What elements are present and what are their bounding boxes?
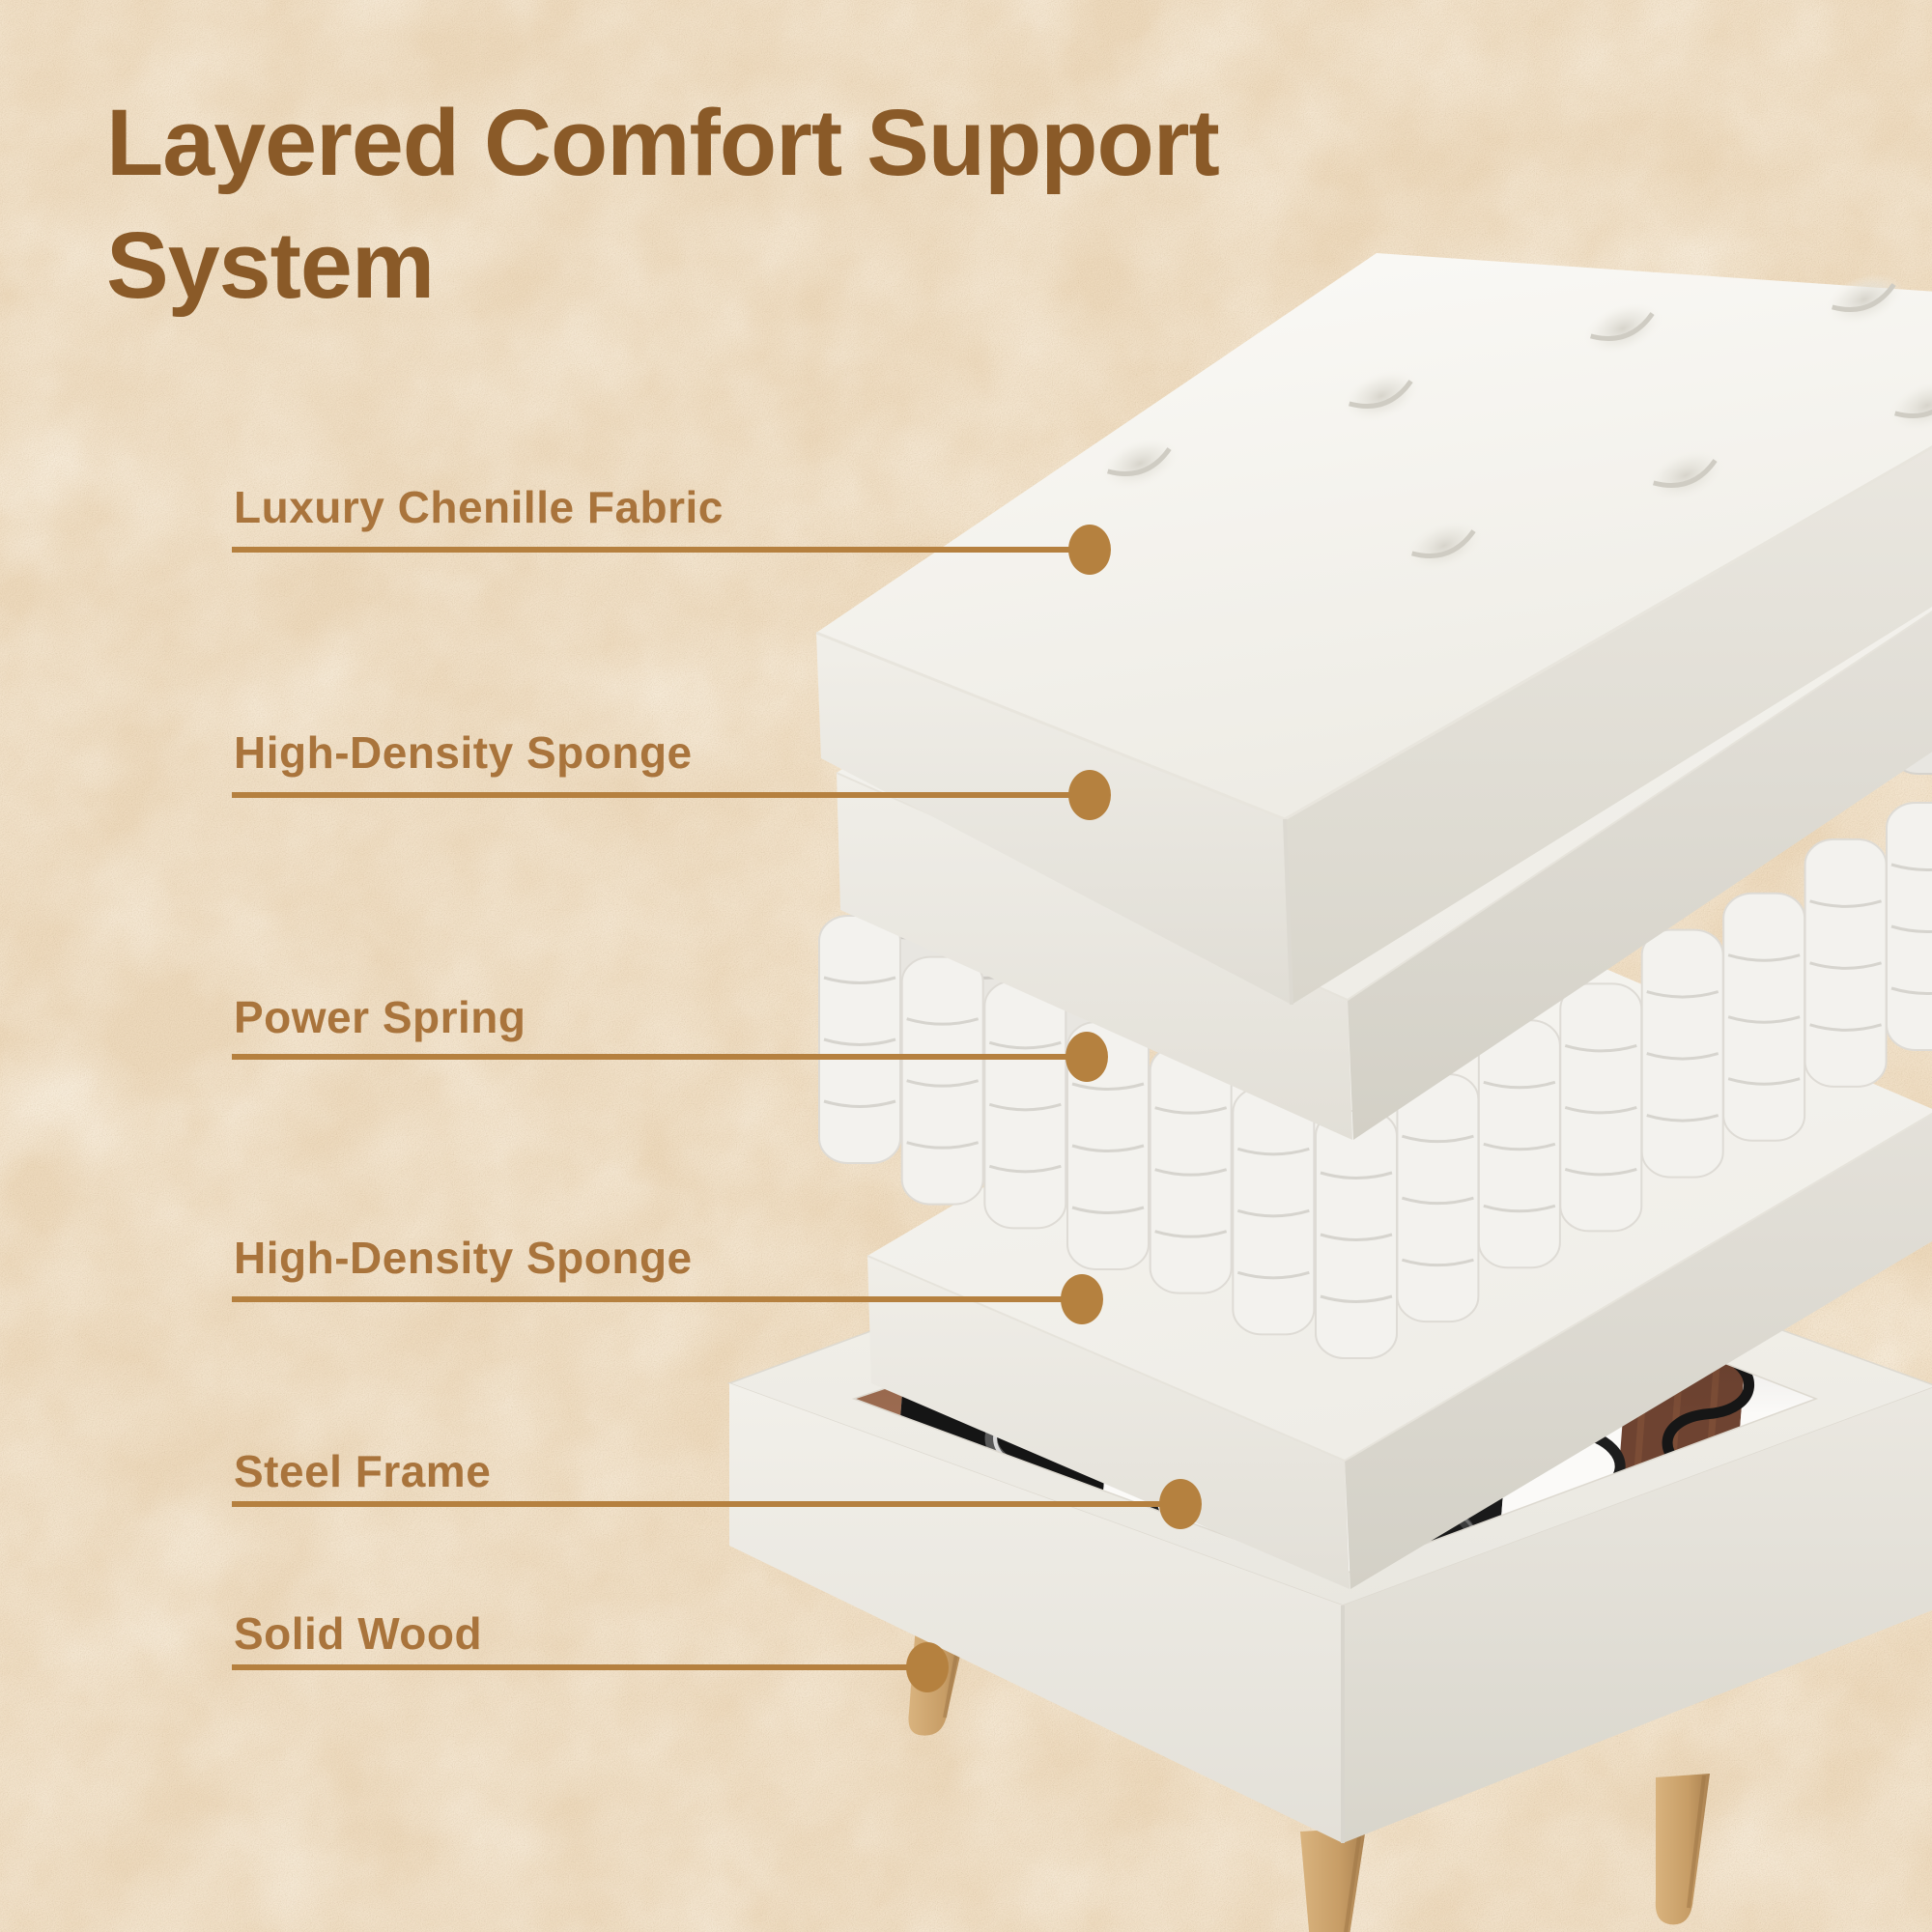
cushion-left-face xyxy=(816,633,1292,1005)
callout-label: High-Density Sponge xyxy=(234,1233,693,1283)
callout-label: Steel Frame xyxy=(234,1446,492,1496)
cushion-top-face xyxy=(816,253,1932,819)
chenille-cushion-layer xyxy=(815,253,1932,1006)
callout-dot xyxy=(906,1642,949,1692)
callout-line xyxy=(232,547,1090,553)
callout-dot xyxy=(1068,770,1111,820)
callout-line xyxy=(232,1296,1082,1302)
cushion-tufts xyxy=(1100,273,1932,572)
sponge1-left-face xyxy=(837,773,1352,1140)
page-title: Layered Comfort Support System xyxy=(106,90,1220,319)
leg-center xyxy=(1300,1828,1366,1932)
callout-label: Power Spring xyxy=(234,992,526,1042)
callout-line xyxy=(232,1664,927,1670)
cushion-right-face xyxy=(1285,446,1932,1005)
sponge1-right-face xyxy=(1348,611,1932,1140)
sponge2-right-face xyxy=(1345,1113,1932,1589)
callout-label: High-Density Sponge xyxy=(234,727,693,778)
callout-label: Solid Wood xyxy=(234,1608,483,1659)
callout-dot xyxy=(1159,1479,1202,1529)
frame-right-wall xyxy=(1343,1387,1932,1843)
callout-label: Luxury Chenille Fabric xyxy=(234,482,724,532)
frame-left-wall xyxy=(729,1383,1343,1843)
callout-dot xyxy=(1065,1032,1108,1082)
callout-dot xyxy=(1068,525,1111,575)
callout-line xyxy=(232,792,1090,798)
callout-line xyxy=(232,1054,1087,1060)
sponge2-left-face xyxy=(867,1256,1350,1589)
callout-dot xyxy=(1061,1274,1103,1324)
callout-line xyxy=(232,1501,1180,1507)
leg-right xyxy=(1655,1774,1710,1925)
